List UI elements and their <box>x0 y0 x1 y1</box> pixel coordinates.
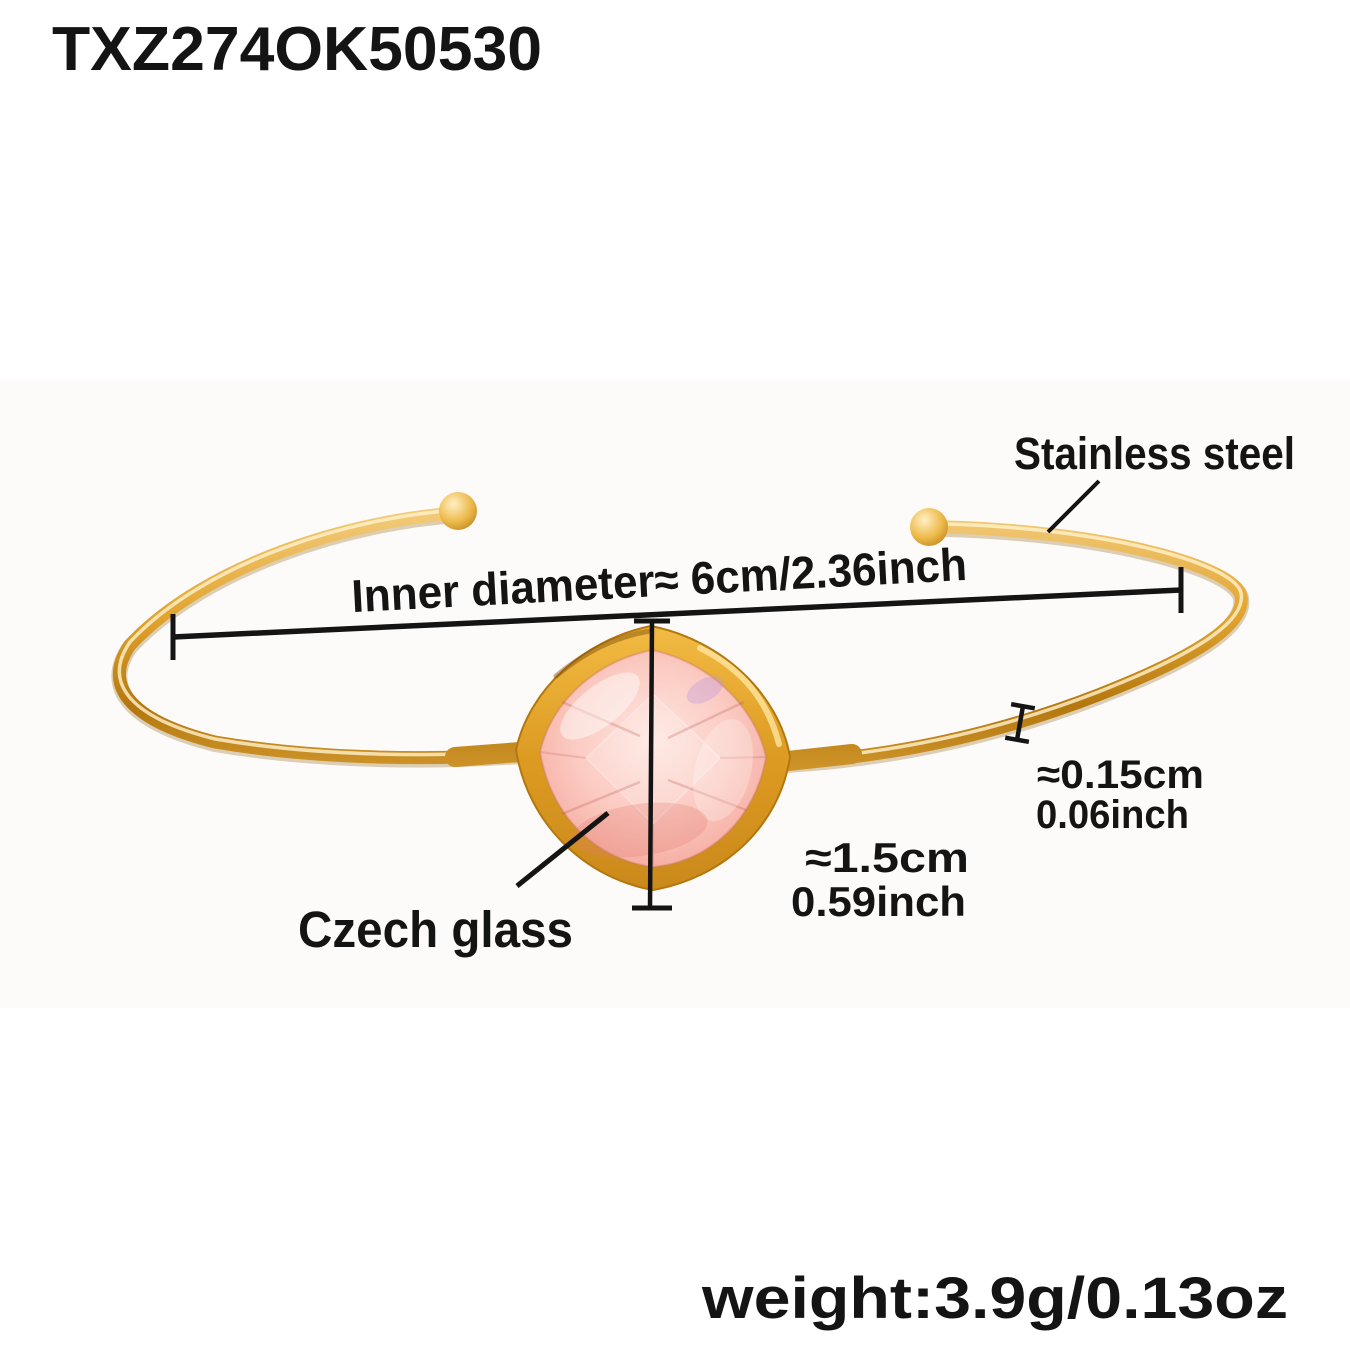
stone-size-cm-label: ≈1.5cm <box>805 834 969 881</box>
material-label: Stainless steel <box>1014 428 1295 479</box>
product-code: TXZ274OK50530 <box>52 15 542 84</box>
ball-end-right <box>910 508 948 546</box>
wire-thickness-cm-label: ≈0.15cm <box>1037 753 1204 797</box>
ball-end-left <box>439 492 477 530</box>
stone-size-inch-label: 0.59inch <box>791 878 966 925</box>
wire-thickness-inch-label: 0.06inch <box>1036 793 1189 837</box>
stone-connector-left <box>445 742 530 767</box>
bezel-highlight <box>697 645 782 747</box>
stone-height-line <box>647 621 655 909</box>
stone-connector-right <box>778 744 862 771</box>
measurement-marks <box>170 479 1184 911</box>
inner-diameter-line <box>172 587 1182 640</box>
stone-material-pointer-line <box>515 811 610 888</box>
stone-material-label: Czech glass <box>298 901 573 958</box>
wire-thickness-tick <box>1004 701 1036 745</box>
bezel-crease <box>553 628 653 679</box>
material-pointer-line <box>1046 479 1101 534</box>
weight-label: weight:3.9g/0.13oz <box>701 1266 1288 1331</box>
